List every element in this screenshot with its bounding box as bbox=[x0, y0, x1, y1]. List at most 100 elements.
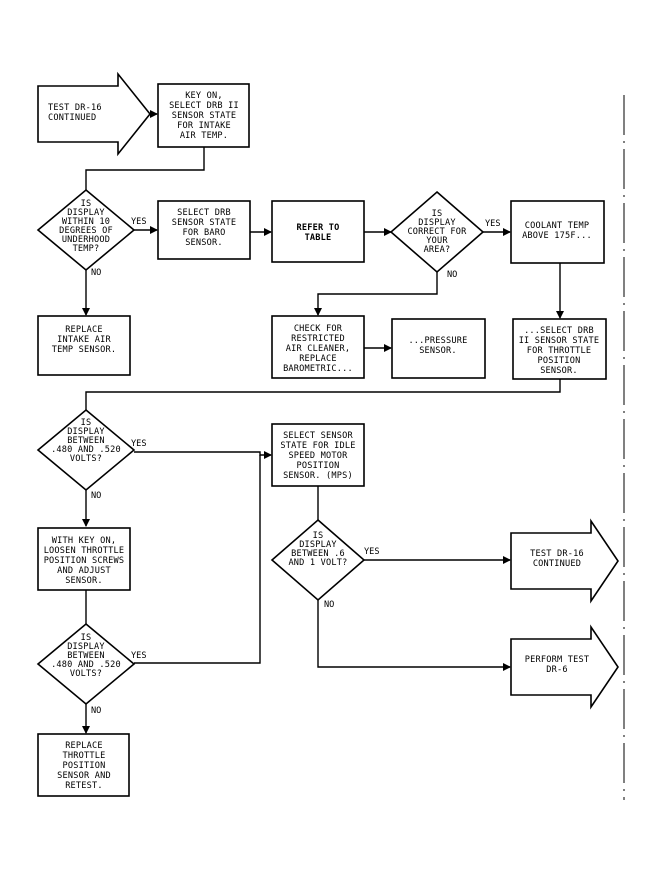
select-throttle-box: ...SELECT DRB II SENSOR STATE FOR THROTT… bbox=[512, 318, 607, 380]
shape-text-line: SENSOR STATE bbox=[172, 111, 237, 121]
shape-text-line: SPEED MOTOR bbox=[288, 451, 348, 461]
shape-text-line: SENSOR. bbox=[419, 346, 457, 356]
shape-text-line: TEST DR-16 bbox=[530, 549, 584, 559]
shape-text-line: DR-6 bbox=[546, 665, 568, 675]
shape-text-line: AREA? bbox=[424, 245, 451, 255]
shape-text-line: FOR THROTTLE bbox=[527, 346, 592, 356]
decision-voltage-480-520-a: IS DISPLAY BETWEEN .480 AND .520 VOLTS? bbox=[36, 408, 136, 492]
shape-text-line: BETWEEN bbox=[67, 651, 105, 661]
shape-text-line: REPLACE bbox=[299, 354, 337, 364]
decision-underhood-temp: IS DISPLAY WITHIN 10 DEGREES OF UNDERHOO… bbox=[36, 188, 136, 272]
shape-text-line: BETWEEN .6 bbox=[291, 549, 345, 559]
shape-text-line: DISPLAY bbox=[418, 218, 456, 228]
shape-text-line: SELECT DRB bbox=[177, 208, 231, 218]
shape-text-line: POSITION bbox=[297, 461, 340, 471]
shape-text-line: SENSOR AND bbox=[57, 771, 111, 781]
shape-text-line: SELECT SENSOR bbox=[283, 431, 353, 441]
perform-test-dr6-arrow: PERFORM TEST DR-6 bbox=[510, 624, 619, 710]
replace-throttle-box: REPLACE THROTTLE POSITION SENSOR AND RET… bbox=[37, 733, 130, 797]
coolant-temp-box: COOLANT TEMP ABOVE 175F... bbox=[510, 200, 605, 264]
shape-text-line: BAROMETRIC... bbox=[283, 364, 353, 374]
shape-text-line: TEMP? bbox=[73, 244, 100, 254]
no-label: NO bbox=[324, 600, 334, 610]
yes-label: YES bbox=[131, 651, 147, 661]
shape-text-line: SENSOR. bbox=[65, 576, 103, 586]
shape-text-line: ...SELECT DRB bbox=[524, 326, 594, 336]
shape-text-line: RETEST. bbox=[65, 781, 103, 791]
shape-text-line: .480 AND .520 bbox=[51, 445, 121, 455]
shape-text-line: FOR INTAKE bbox=[177, 121, 231, 131]
shape-text-line: IS bbox=[81, 418, 92, 428]
start-arrow-line: TEST DR-16 bbox=[48, 103, 102, 113]
check-restricted-box: CHECK FOR RESTRICTED AIR CLEANER, REPLAC… bbox=[271, 315, 365, 379]
shape-text-line: .480 AND .520 bbox=[51, 660, 121, 670]
shape-text-line: THROTTLE bbox=[63, 751, 106, 761]
no-label: NO bbox=[447, 270, 457, 280]
shape-text-line: WITHIN 10 bbox=[62, 217, 110, 227]
yes-label: YES bbox=[364, 547, 380, 557]
shape-text-line: REPLACE bbox=[65, 325, 103, 335]
yes-label: YES bbox=[131, 439, 147, 449]
no-label: NO bbox=[91, 706, 101, 716]
shape-text-line: TABLE bbox=[305, 233, 332, 243]
shape-text-line: ABOVE 175F... bbox=[522, 231, 592, 241]
shape-text-line: SELECT DRB II bbox=[169, 101, 239, 111]
shape-text-line: STATE FOR IDLE bbox=[280, 441, 355, 451]
start-arrow-shape: TEST DR-16 CONTINUED bbox=[37, 71, 152, 157]
shape-text-line: DISPLAY bbox=[67, 642, 105, 652]
shape-text-line: UNDERHOOD bbox=[62, 235, 110, 245]
yes-label: YES bbox=[131, 217, 147, 227]
shape-text-line: AIR TEMP. bbox=[180, 131, 228, 141]
shape-text-line: POSITION bbox=[538, 356, 581, 366]
select-baro-box: SELECT DRB SENSOR STATE FOR BARO SENSOR. bbox=[157, 200, 251, 260]
select-idle-speed-box: SELECT SENSOR STATE FOR IDLE SPEED MOTOR… bbox=[271, 423, 365, 487]
replace-intake-box: REPLACE INTAKE AIR TEMP SENSOR. bbox=[37, 315, 131, 376]
shape-text-line: AND ADJUST bbox=[57, 566, 111, 576]
shape-text-line: DISPLAY bbox=[67, 208, 105, 218]
yes-label: YES bbox=[485, 219, 501, 229]
pressure-sensor-box: ...PRESSURE SENSOR. bbox=[391, 318, 486, 379]
shape-text-line: VOLTS? bbox=[70, 669, 102, 679]
shape-text-line: VOLTS? bbox=[70, 454, 102, 464]
no-label: NO bbox=[91, 491, 101, 501]
shape-text-line: LOOSEN THROTTLE bbox=[44, 546, 125, 556]
shape-text-line: FOR BARO bbox=[183, 228, 226, 238]
shape-text-line: RESTRICTED bbox=[291, 334, 345, 344]
no-label: NO bbox=[91, 268, 101, 278]
test-dr16-continued-arrow: TEST DR-16 CONTINUED bbox=[510, 518, 619, 604]
shape-text-line: DISPLAY bbox=[67, 427, 105, 437]
shape-text-line: COOLANT TEMP bbox=[525, 221, 590, 231]
shape-text-line: KEY ON, bbox=[185, 91, 223, 101]
shape-text-line: IS bbox=[313, 531, 324, 541]
decision-voltage-6-1: IS DISPLAY BETWEEN .6 AND 1 VOLT? bbox=[270, 518, 366, 602]
loosen-throttle-box: WITH KEY ON, LOOSEN THROTTLE POSITION SC… bbox=[37, 527, 131, 591]
shape-text-line: IS bbox=[432, 209, 443, 219]
shape-text-line: YOUR bbox=[426, 236, 448, 246]
key-on-box: KEY ON, SELECT DRB II SENSOR STATE FOR I… bbox=[157, 83, 250, 148]
shape-text-line: SENSOR. (MPS) bbox=[283, 471, 353, 481]
shape-text-line: BETWEEN bbox=[67, 436, 105, 446]
shape-text-line: POSITION bbox=[63, 761, 106, 771]
shape-text-line: REPLACE bbox=[65, 741, 103, 751]
shape-text-line: TEMP SENSOR. bbox=[52, 345, 117, 355]
refer-table-box: REFER TO TABLE bbox=[271, 200, 365, 263]
shape-text-line: CORRECT FOR bbox=[407, 227, 467, 237]
shape-text-line: POSITION SCREWS bbox=[44, 556, 125, 566]
decision-voltage-480-520-b: IS DISPLAY BETWEEN .480 AND .520 VOLTS? bbox=[36, 622, 136, 706]
connectors bbox=[82, 110, 564, 734]
shape-text-line: IS bbox=[81, 199, 92, 209]
shape-text-line: SENSOR. bbox=[540, 366, 578, 376]
shape-text-line: SENSOR STATE bbox=[172, 218, 237, 228]
shape-text-line: DEGREES OF bbox=[59, 226, 113, 236]
shape-text-line: WITH KEY ON, bbox=[52, 536, 117, 546]
shape-text-line: IS bbox=[81, 633, 92, 643]
shape-text-line: CHECK FOR bbox=[294, 324, 343, 334]
shape-text-line: ...PRESSURE bbox=[408, 336, 467, 346]
shape-text-line: INTAKE AIR bbox=[57, 335, 111, 345]
start-arrow-line: CONTINUED bbox=[48, 113, 96, 123]
shape-text-line: AND 1 VOLT? bbox=[288, 558, 347, 568]
shape-text-line: II SENSOR STATE bbox=[519, 336, 600, 346]
shape-text-line: AIR CLEANER, bbox=[286, 344, 351, 354]
shape-text-line: SENSOR. bbox=[185, 238, 223, 248]
